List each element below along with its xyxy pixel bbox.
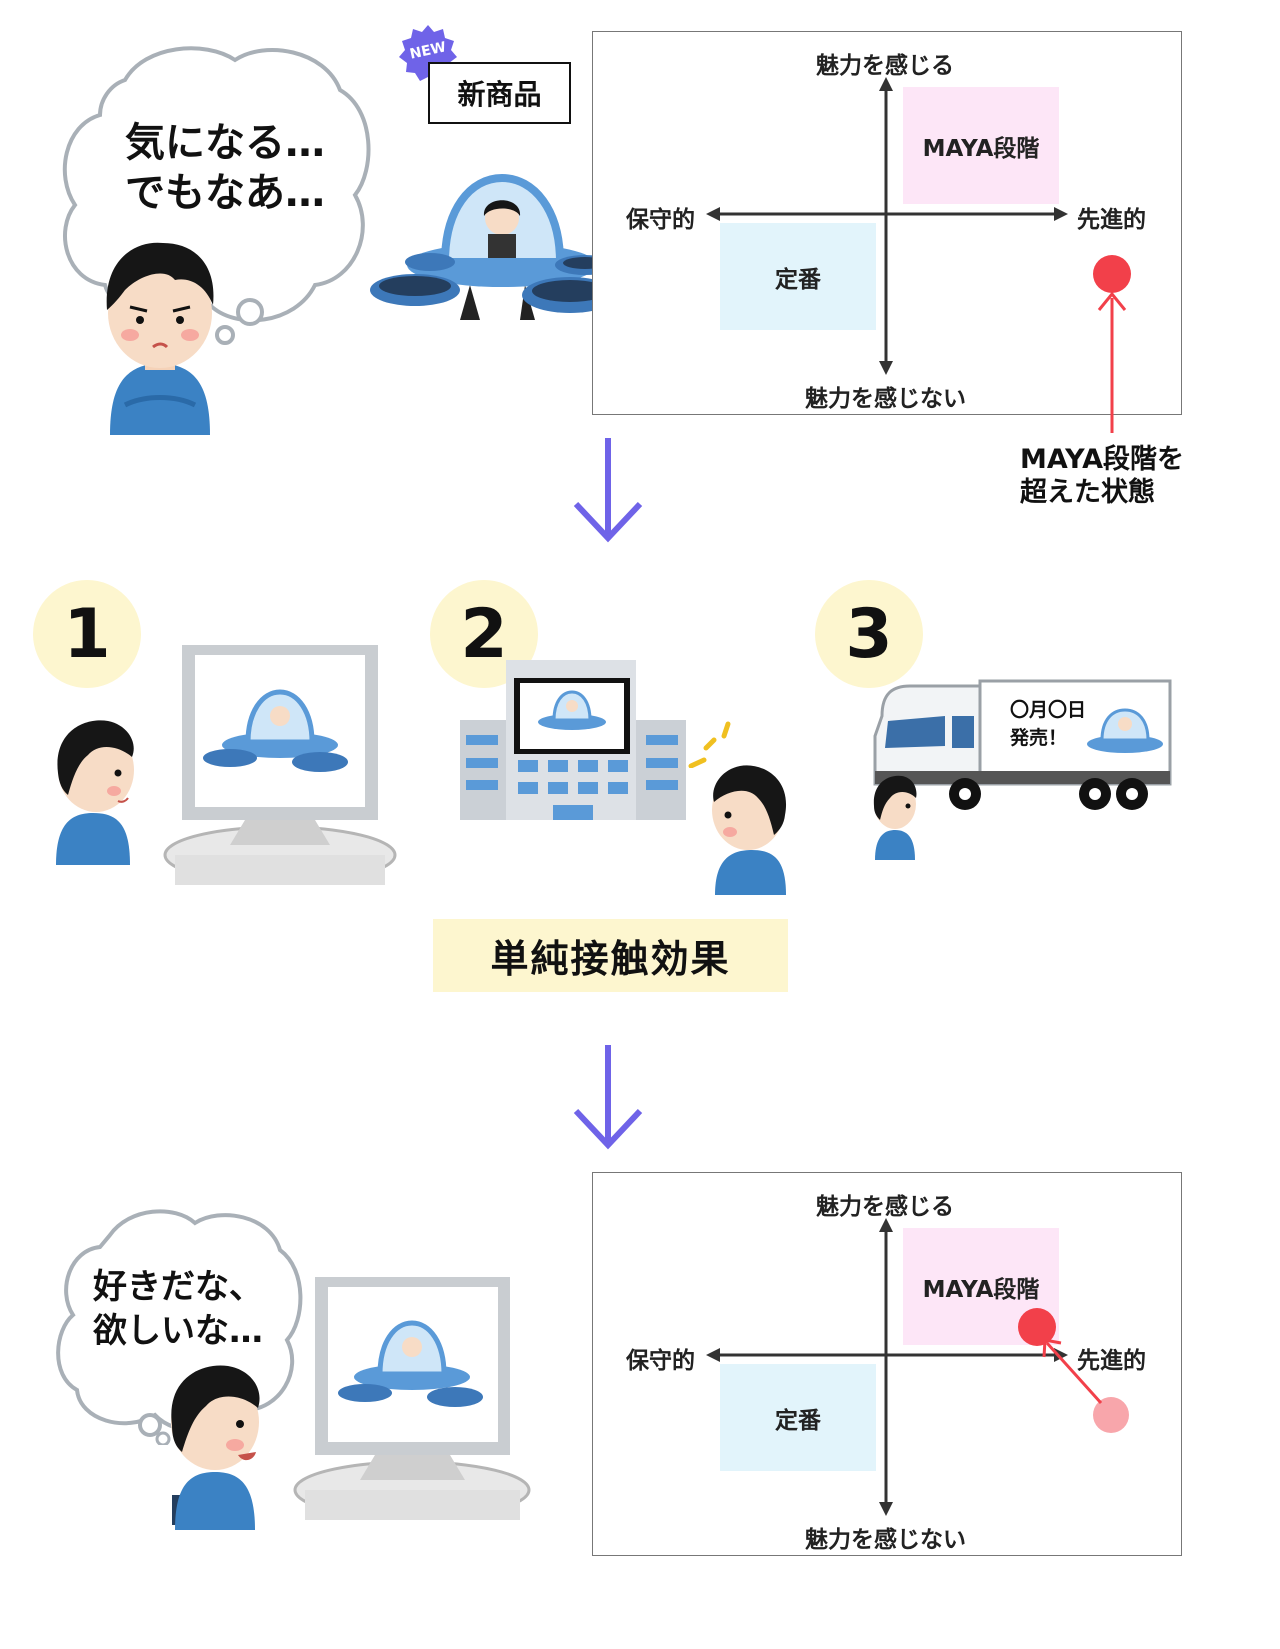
callout-line-2: 超えた状態 bbox=[1020, 477, 1155, 508]
tv-illustration-bottom bbox=[293, 1277, 531, 1520]
thought-line-2: 欲しいな… bbox=[93, 1311, 263, 1351]
axis-label-left-top: 保守的 bbox=[626, 207, 695, 233]
truck-illustration bbox=[873, 679, 1172, 810]
down-arrow-icon bbox=[573, 438, 643, 543]
building-billboard-illustration bbox=[460, 660, 686, 820]
down-arrow-icon-2 bbox=[573, 1045, 643, 1150]
callout-line-1: MAYA段階を bbox=[1020, 444, 1185, 475]
thought-text-top: 気になる… でもなあ… bbox=[125, 118, 365, 218]
tv-illustration bbox=[163, 645, 397, 885]
axis-label-top-bottom: 魅力を感じる bbox=[816, 1194, 954, 1220]
truck-ad-date: 〇月〇日 bbox=[1010, 699, 1087, 721]
map-axes-top bbox=[706, 77, 1068, 375]
flying-car-illustration bbox=[370, 173, 618, 320]
worried-person-illustration bbox=[106, 242, 214, 435]
quadrant-teiban-top: 定番 bbox=[720, 223, 876, 330]
axis-label-bottom-bottom: 魅力を感じない bbox=[805, 1527, 966, 1553]
person-looking-up-illustration bbox=[712, 765, 787, 895]
thought-text-bottom: 好きだな、 欲しいな… bbox=[93, 1265, 293, 1353]
axis-label-bottom-top: 魅力を感じない bbox=[805, 386, 966, 412]
quadrant-teiban-bottom: 定番 bbox=[720, 1364, 876, 1471]
position-indicator-top bbox=[1093, 255, 1131, 433]
thought-line-2: でもなあ… bbox=[125, 170, 325, 216]
happy-person-illustration bbox=[171, 1365, 260, 1530]
quadrant-maya-top: MAYA段階 bbox=[903, 87, 1059, 204]
map-axes-bottom bbox=[706, 1218, 1068, 1516]
maya-exceeded-callout: MAYA段階を 超えた状態 bbox=[1020, 443, 1220, 509]
noticing-marks-icon bbox=[688, 721, 731, 768]
step-number-3: 3 bbox=[815, 580, 923, 688]
axis-label-right-bottom: 先進的 bbox=[1077, 1348, 1146, 1374]
axis-label-left-bottom: 保守的 bbox=[626, 1348, 695, 1374]
position-indicator-bottom bbox=[1018, 1308, 1129, 1433]
truck-ad-release: 発売！ bbox=[1010, 727, 1068, 749]
new-product-label: 新商品 bbox=[428, 62, 571, 124]
thought-line-1: 気になる… bbox=[125, 120, 325, 166]
truck-ad-text: 〇月〇日 発売！ bbox=[1010, 696, 1086, 752]
person-side-illustration bbox=[56, 720, 134, 865]
step-number-1: 1 bbox=[33, 580, 141, 688]
axis-label-top-top: 魅力を感じる bbox=[816, 53, 954, 79]
child-illustration bbox=[873, 775, 917, 860]
thought-line-1: 好きだな、 bbox=[93, 1267, 263, 1307]
axis-label-right-top: 先進的 bbox=[1077, 207, 1146, 233]
mere-exposure-effect-label: 単純接触効果 bbox=[433, 919, 788, 992]
